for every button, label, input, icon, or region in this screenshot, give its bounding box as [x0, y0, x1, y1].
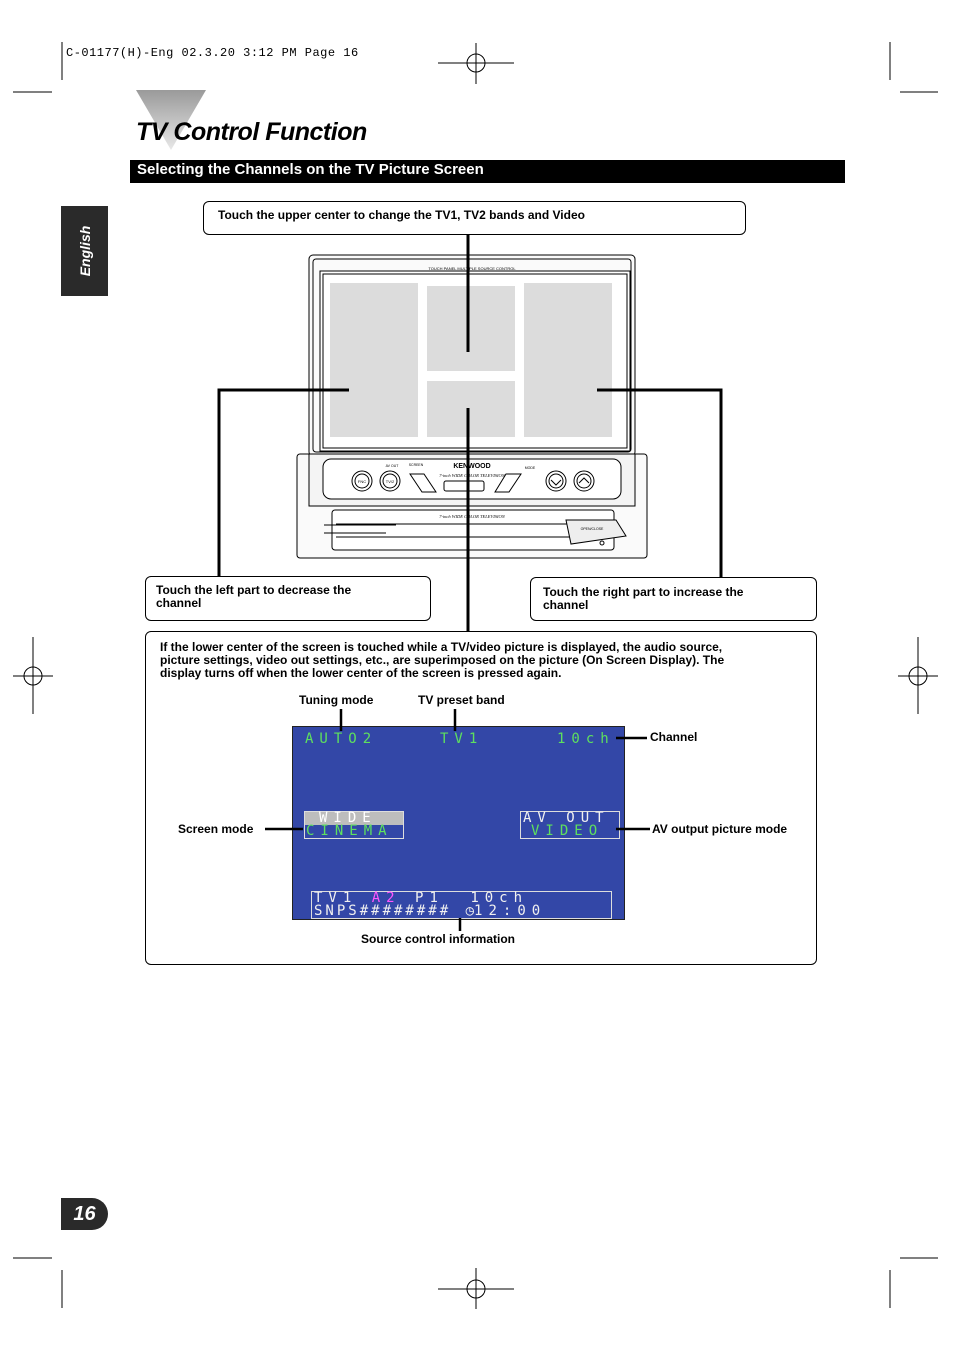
mode-label: MODE [525, 466, 536, 470]
label-source-control-information: Source control information [361, 932, 516, 946]
label-av-output-picture-mode: AV output picture mode [652, 822, 788, 836]
osd-info-clock: 12:00 [474, 903, 547, 919]
device-brand: KENWOOD [453, 463, 490, 470]
callout-left: Touch the left part to decrease the chan… [145, 576, 431, 621]
osd-av-out-video: VIDEO [531, 823, 604, 839]
callout-right: Touch the right part to increase the cha… [530, 577, 817, 621]
label-tuning-mode: Tuning mode [299, 693, 374, 707]
callout-lower-line1: If the lower center of the screen is tou… [160, 640, 723, 654]
device-model-lower: 7-inch WIDE COLOR TELEVISION [439, 514, 506, 519]
osd-info-channel: 10ch [470, 890, 529, 906]
osd-screen-mode-wide: WIDE [305, 811, 403, 825]
osd-band: TV1 [440, 731, 484, 747]
osd-info-line1: TV1 A2 P1 10ch [314, 890, 529, 906]
osd-screen: AUTO2 TV1 10ch WIDE CINEMA AV OUT VIDEO … [292, 726, 625, 920]
callout-upper-text: Touch the upper center to change the TV1… [218, 208, 585, 222]
osd-info-line2: SNPS######## ◷12:00 [314, 903, 547, 919]
screen-label: SCREEN [409, 463, 424, 467]
page-title: TV Control Function [136, 118, 367, 146]
open-close-label: OPEN/CLOSE [581, 527, 604, 531]
label-screen-mode: Screen mode [178, 822, 254, 836]
osd-channel: 10ch [557, 731, 615, 747]
osd-av-out-label: AV OUT [523, 810, 610, 826]
device-top-strip: TOUCH PANEL MULTIPLE SOURCE CONTROL [428, 266, 516, 271]
callout-upper-center: Touch the upper center to change the TV1… [203, 201, 746, 235]
osd-info-p1: P1 [415, 890, 444, 906]
label-channel: Channel [650, 730, 698, 744]
callout-right-line2: channel [543, 598, 589, 612]
osd-info-a2: A2 [371, 890, 401, 906]
osd-screen-mode-box: WIDE CINEMA [304, 811, 404, 839]
clock-icon: ◷ [465, 903, 475, 919]
osd-source-info-box: TV1 A2 P1 10ch SNPS######## ◷12:00 [311, 891, 612, 919]
av-out-label: AV OUT [386, 464, 400, 468]
callout-left-line1: Touch the left part to decrease the [156, 583, 352, 597]
page-number: 16 [61, 1198, 108, 1230]
fnc-button: FNC [358, 479, 366, 484]
tv-button: TV/2 [386, 479, 395, 484]
callout-lower-line2: picture settings, video out settings, et… [160, 653, 725, 667]
callout-left-line2: channel [156, 596, 202, 610]
tv-unit-illustration: TOUCH PANEL MULTIPLE SOURCE CONTROL KENW… [296, 254, 648, 559]
osd-info-band: TV1 [314, 890, 358, 906]
label-tv-preset-band: TV preset band [418, 693, 505, 707]
device-model: 7-inch WIDE COLOR TELEVISION [439, 473, 506, 478]
osd-av-out-box: AV OUT VIDEO [520, 811, 620, 839]
osd-info-snps: SNPS######## [314, 903, 452, 919]
print-header: C-01177(H)-Eng 02.3.20 3:12 PM Page 16 [66, 46, 359, 60]
language-tab: English [61, 206, 108, 296]
callout-lower-line3: display turns off when the lower center … [160, 666, 562, 680]
section-heading: Selecting the Channels on the TV Picture… [130, 160, 845, 183]
osd-tuning-mode: AUTO2 [305, 731, 378, 747]
title-decoration [136, 90, 206, 150]
osd-screen-mode-cinema: CINEMA [306, 823, 393, 839]
callout-right-line1: Touch the right part to increase the [543, 585, 744, 599]
